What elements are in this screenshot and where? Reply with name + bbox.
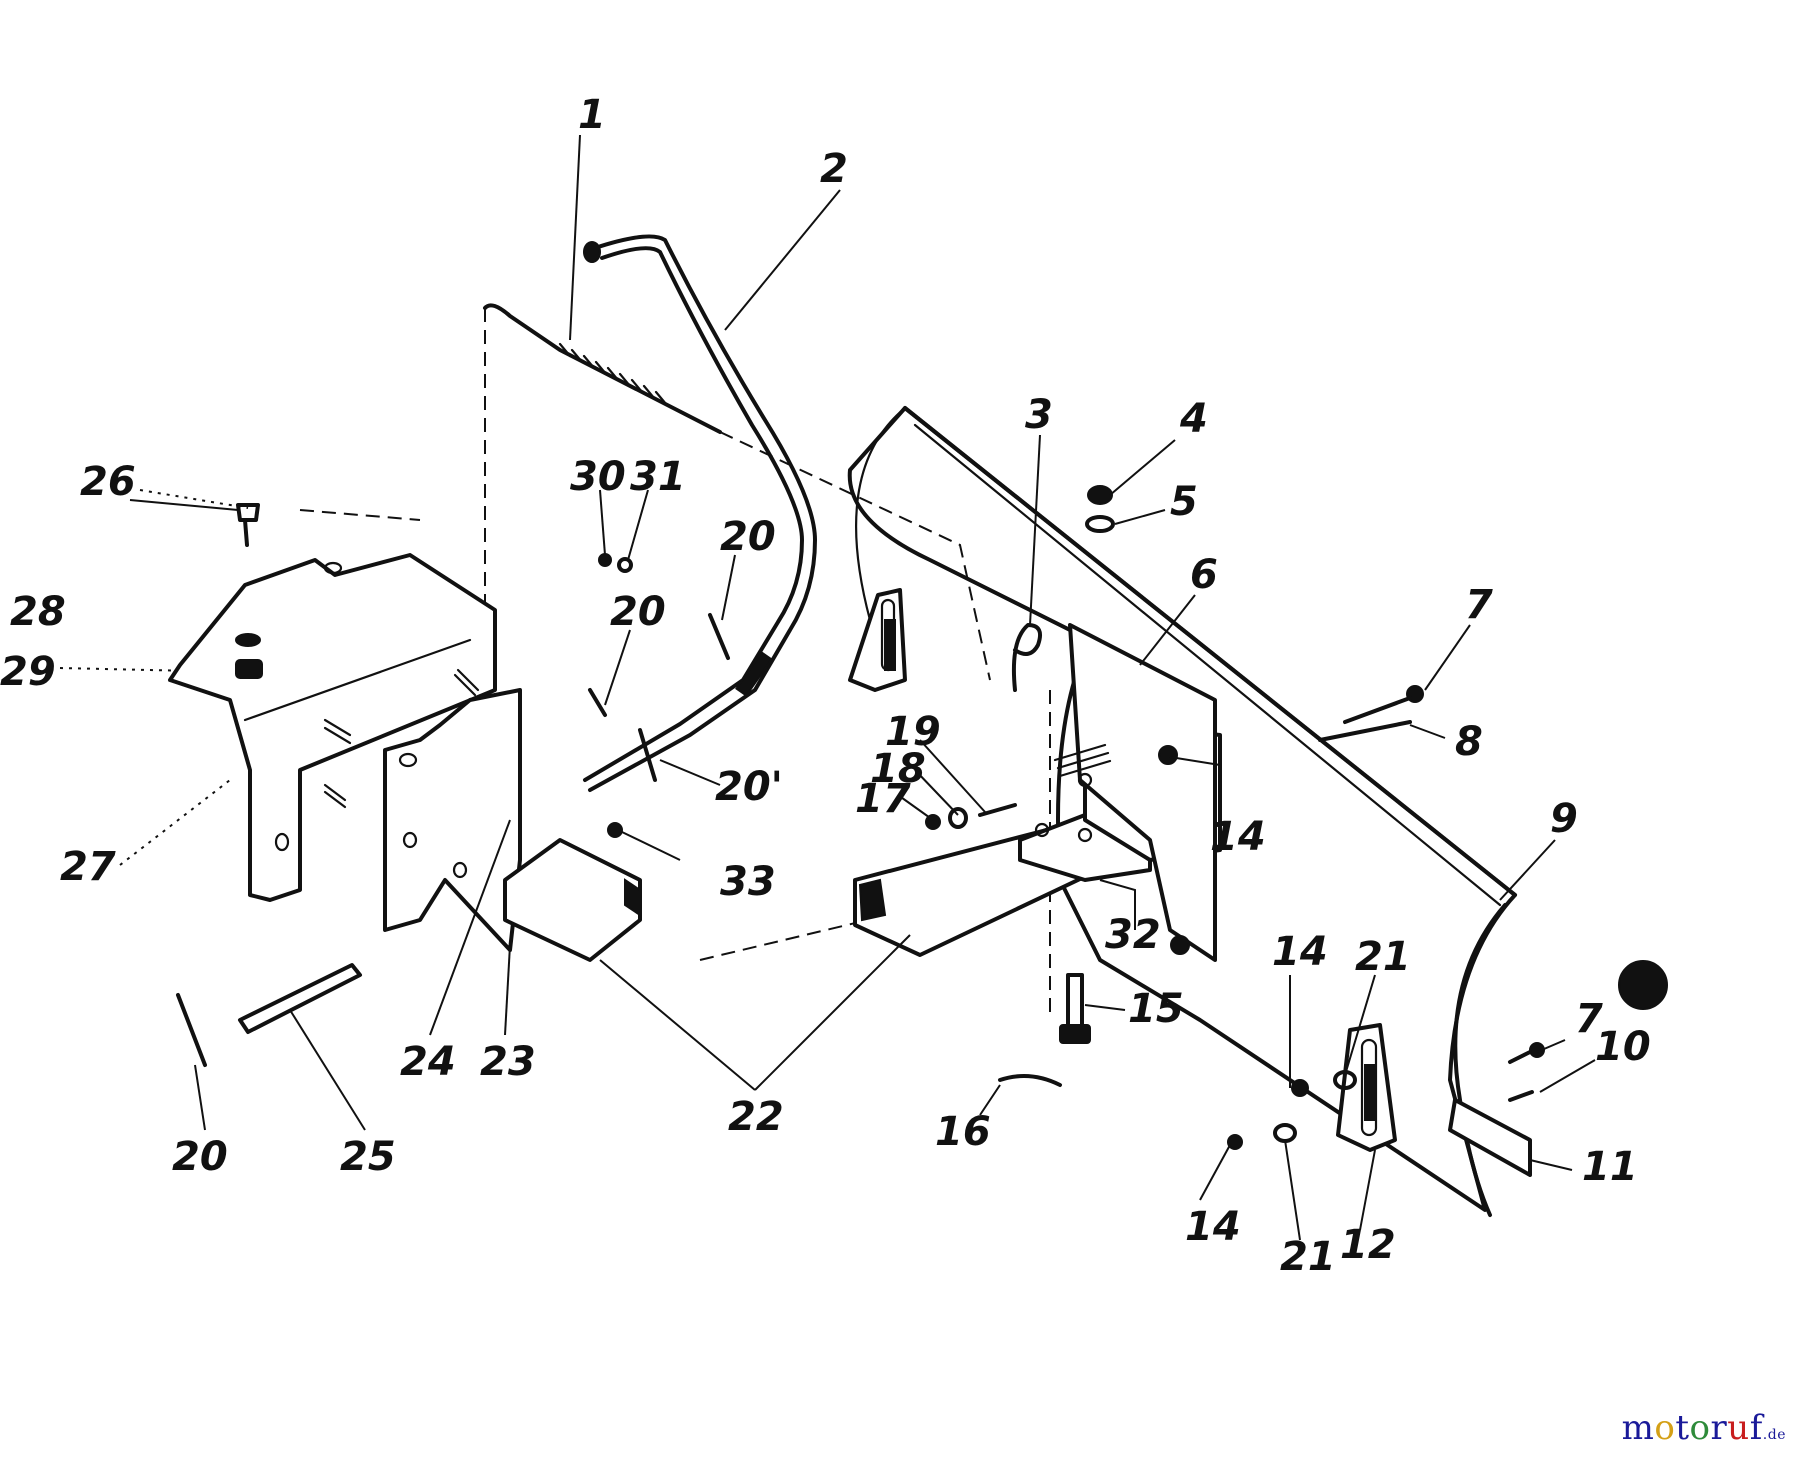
label-part-7-lower: 7 xyxy=(1575,996,1603,1042)
label-part-20-top: 20 xyxy=(720,514,776,560)
label-part-15: 15 xyxy=(1128,986,1184,1032)
label-part-18: 18 xyxy=(870,746,926,792)
label-part-14-right: 14 xyxy=(1210,814,1266,860)
label-part-28: 28 xyxy=(10,589,66,635)
label-part-29: 29 xyxy=(0,649,56,695)
label-part-7-upper: 7 xyxy=(1465,582,1493,628)
label-part-20-mid: 20 xyxy=(610,589,666,635)
blade-right-curve xyxy=(1453,903,1507,1217)
slot-bracket-upper xyxy=(848,588,907,692)
label-part-24: 24 xyxy=(400,1039,456,1085)
label-part-30: 30 xyxy=(570,454,626,500)
label-part-32: 32 xyxy=(1105,912,1161,958)
watermark-suffix: .de xyxy=(1762,1427,1786,1443)
watermark-letter: u xyxy=(1727,1408,1750,1448)
label-part-33: 33 xyxy=(720,859,776,905)
label-part-27: 27 xyxy=(60,844,116,890)
part-labels: 1 2 3 4 5 6 7 8 9 7 10 11 12 14 14 14 15… xyxy=(0,92,1651,1280)
label-part-26: 26 xyxy=(80,459,136,505)
corner-dot xyxy=(1618,960,1668,1010)
label-part-25: 25 xyxy=(340,1134,396,1180)
label-part-20-prime: 20' xyxy=(715,764,783,810)
watermark-letter: o xyxy=(1654,1408,1676,1448)
label-part-19: 19 xyxy=(885,709,941,755)
label-part-1: 1 xyxy=(578,92,606,138)
angle-plate xyxy=(1018,623,1222,962)
label-part-21-upper: 21 xyxy=(1355,934,1411,980)
label-part-14-mid: 14 xyxy=(1272,929,1328,975)
watermark-letter: r xyxy=(1710,1408,1728,1448)
label-part-22: 22 xyxy=(728,1094,784,1140)
handle-lever xyxy=(583,234,817,792)
label-part-23: 23 xyxy=(480,1039,536,1085)
label-part-31: 31 xyxy=(630,454,686,500)
label-part-6: 6 xyxy=(1190,552,1218,598)
label-part-3: 3 xyxy=(1025,392,1053,438)
label-part-21-lower: 21 xyxy=(1280,1234,1336,1280)
label-part-4: 4 xyxy=(1179,396,1208,442)
watermark-letter: m xyxy=(1621,1408,1655,1448)
label-part-14-low: 14 xyxy=(1185,1204,1241,1250)
blade-top-edge xyxy=(903,406,1517,897)
watermark-letter: f xyxy=(1749,1408,1763,1448)
watermark-text: motoruf xyxy=(1622,1408,1763,1448)
cutting-edge-strip xyxy=(1448,1098,1532,1177)
label-part-11: 11 xyxy=(1582,1144,1638,1190)
leader-lines xyxy=(129,134,1596,1241)
side-plate xyxy=(383,688,522,952)
blade-left-curve xyxy=(855,406,907,622)
label-part-16: 16 xyxy=(935,1109,991,1155)
blade-rib xyxy=(913,423,1502,907)
label-part-20-low: 20 xyxy=(172,1134,228,1180)
watermark-letter: t xyxy=(1675,1408,1690,1448)
label-part-17: 17 xyxy=(855,776,911,822)
label-part-2: 2 xyxy=(820,146,848,192)
label-part-10: 10 xyxy=(1595,1024,1651,1070)
slot-bracket-lower xyxy=(1336,1023,1397,1152)
watermark-letter: o xyxy=(1689,1408,1711,1448)
tension-spring xyxy=(483,303,722,434)
hardware xyxy=(176,485,1545,1150)
label-part-8: 8 xyxy=(1455,719,1483,765)
label-part-12: 12 xyxy=(1340,1222,1396,1268)
label-part-5: 5 xyxy=(1170,479,1198,525)
label-part-9: 9 xyxy=(1550,796,1578,842)
watermark-logo: motoruf.de xyxy=(1622,1408,1786,1448)
